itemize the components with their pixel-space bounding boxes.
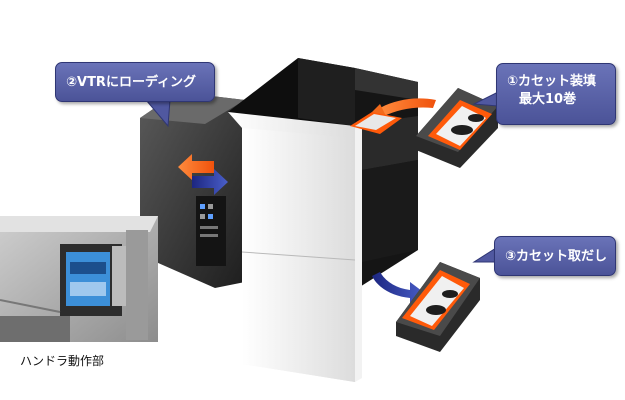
- cassette-in-slot: [350, 112, 402, 134]
- handler-photo-inset: [0, 216, 158, 342]
- loading-arrow: [178, 154, 228, 195]
- callout-vtr-loading-text: ②VTRにローディング: [66, 75, 197, 90]
- callout-cassette-eject-text: ③カセット取だし: [505, 249, 608, 264]
- handler-photo-caption: ハンドラ動作部: [20, 354, 105, 368]
- callout-cassette-load-text: ①カセット装填: [507, 74, 597, 89]
- cassette-eject-tray: [396, 262, 480, 352]
- callout-vtr-loading: ②VTRにローディング: [55, 62, 215, 102]
- handler-tower: [228, 58, 418, 382]
- vtr-unit: [140, 92, 245, 288]
- eject-arrow: [372, 272, 426, 306]
- callout-cassette-capacity-text: 最大10巻: [519, 92, 577, 107]
- callout-cassette-load: ①カセット装填 最大10巻: [496, 63, 616, 125]
- callout-cassette-eject: ③カセット取だし: [494, 236, 616, 276]
